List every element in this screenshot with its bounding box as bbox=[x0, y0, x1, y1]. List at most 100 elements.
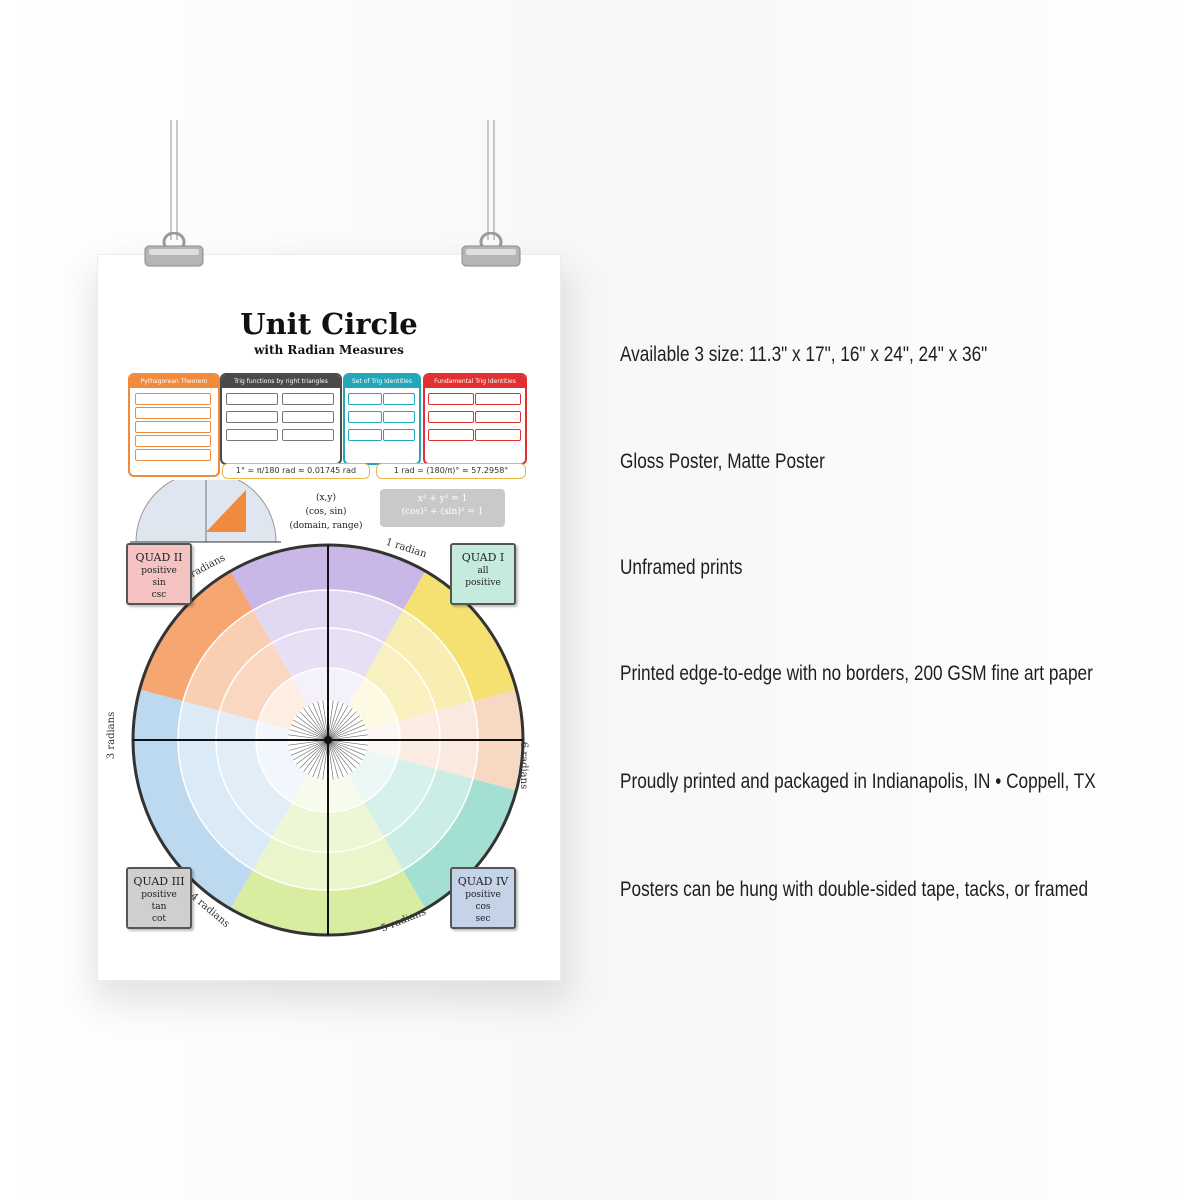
wheel-spoke bbox=[299, 711, 329, 741]
formula-cell bbox=[383, 393, 415, 405]
wheel-sector-5-ring-2 bbox=[219, 758, 292, 837]
quad-3-title: QUAD III bbox=[133, 875, 185, 888]
wheel-spoke bbox=[327, 729, 367, 741]
wheel-center-dot bbox=[324, 736, 332, 744]
wheel-sector-7-ring-2 bbox=[364, 758, 437, 837]
formula-cell bbox=[348, 393, 382, 405]
quad-4-line-2: cos bbox=[475, 902, 491, 912]
hanging-wire-left bbox=[170, 120, 172, 240]
wheel-spoke bbox=[289, 729, 329, 741]
feature-sizes: Available 3 size: 11.3" x 17", 16" x 24"… bbox=[620, 343, 988, 366]
degree-to-radian-bar: 1° = π/180 rad ≈ 0.01745 rad bbox=[222, 463, 370, 479]
right-radian-label: 6 radians bbox=[518, 741, 530, 790]
binder-clip-right bbox=[461, 232, 521, 267]
quad-3-line-2: tan bbox=[151, 902, 167, 912]
formula-cell bbox=[383, 429, 415, 441]
wheel-spoke bbox=[327, 715, 360, 741]
binder-clip-left bbox=[144, 232, 204, 267]
quad-4-line-1: positive bbox=[465, 890, 501, 900]
wheel-spoke bbox=[307, 705, 329, 741]
point-formula: (x,y) bbox=[315, 493, 337, 503]
poster-title: Unit Circle bbox=[240, 307, 418, 341]
wheel-spoke bbox=[303, 739, 329, 772]
quad-3-line-1: positive bbox=[141, 890, 177, 900]
quad-2-line-1: positive bbox=[141, 566, 177, 576]
wheel-sector-7-ring-0 bbox=[403, 778, 517, 909]
wheel-spoke bbox=[327, 708, 353, 741]
formula-cell bbox=[282, 429, 334, 441]
formula-cell bbox=[428, 393, 474, 405]
wheel-spoke bbox=[317, 739, 329, 779]
wheel-spoke bbox=[299, 739, 329, 769]
wheel-spoke bbox=[327, 724, 366, 741]
formula-cell bbox=[282, 393, 334, 405]
formula-cell bbox=[135, 407, 211, 419]
formula-cell bbox=[348, 429, 382, 441]
formula-cell bbox=[428, 429, 474, 441]
point-formula-trig: (cos, sin) bbox=[305, 507, 347, 517]
wheel-spoke bbox=[303, 708, 329, 741]
hanging-wire-right-2 bbox=[493, 120, 495, 240]
formula-cell bbox=[475, 429, 521, 441]
wheel-spoke bbox=[296, 739, 329, 765]
quad-1-line-1: all bbox=[477, 566, 489, 576]
quad-1-box: QUAD I all positive bbox=[450, 543, 516, 605]
unit-circle-wheel bbox=[131, 543, 525, 937]
wheel-sector-1-ring-0 bbox=[403, 571, 517, 702]
hanging-wire-left-2 bbox=[176, 120, 178, 240]
feature-unframed: Unframed prints bbox=[620, 556, 743, 579]
pythagorean-box: Pythagorean Theorem bbox=[128, 373, 220, 477]
wheel-sector-3-ring-2 bbox=[219, 643, 292, 722]
formula-cell bbox=[226, 429, 278, 441]
formula-cell bbox=[226, 411, 278, 423]
quad-2-line-3: csc bbox=[151, 590, 167, 600]
poster-subtitle: with Radian Measures bbox=[254, 343, 404, 357]
wheel-spoke bbox=[293, 739, 329, 761]
formula-cell bbox=[348, 411, 382, 423]
quad-4-title: QUAD IV bbox=[457, 875, 509, 888]
formula-cell bbox=[135, 393, 211, 405]
identity-line-2: (cos)² + (sin)² = 1 bbox=[401, 507, 484, 517]
reference-triangle-diagram bbox=[130, 480, 281, 543]
quad-3-box: QUAD III positive tan cot bbox=[126, 867, 192, 929]
trig-identities-box: Set of Trig Identities bbox=[343, 373, 421, 465]
pythagorean-box-header: Pythagorean Theorem bbox=[130, 375, 218, 388]
feature-hanging: Posters can be hung with double-sided ta… bbox=[620, 878, 1089, 901]
wheel-spoke bbox=[317, 701, 329, 741]
hanging-wire-right bbox=[487, 120, 489, 240]
point-formula-domain: (domain, range) bbox=[289, 521, 363, 531]
identity-line-1: x² + y² = 1 bbox=[417, 494, 468, 504]
wheel-spoke bbox=[289, 739, 329, 751]
wheel-spoke bbox=[327, 739, 363, 761]
right-triangle-box-header: Trig functions by right triangles bbox=[222, 375, 340, 388]
quad-4-box: QUAD IV positive cos sec bbox=[450, 867, 516, 929]
wheel-spoke bbox=[327, 705, 349, 741]
quad-2-box: QUAD II positive sin csc bbox=[126, 543, 192, 605]
feature-paper: Printed edge-to-edge with no borders, 20… bbox=[620, 662, 1093, 685]
wheel-sector-3-ring-1 bbox=[183, 610, 272, 712]
formula-cell bbox=[475, 411, 521, 423]
quad-2-title: QUAD II bbox=[135, 551, 183, 564]
wheel-sector-3-ring-0 bbox=[139, 571, 253, 702]
wheel-spoke bbox=[290, 724, 329, 741]
wheel-spoke bbox=[327, 739, 349, 775]
wheel-spoke bbox=[327, 739, 367, 751]
wheel-spoke bbox=[312, 702, 329, 741]
wheel-spoke bbox=[290, 739, 329, 756]
wheel-sector-5-ring-0 bbox=[139, 778, 253, 909]
formula-cell bbox=[282, 411, 334, 423]
wheel-spoke bbox=[327, 701, 339, 741]
formula-cell bbox=[475, 393, 521, 405]
trig-identities-box-header: Set of Trig Identities bbox=[345, 375, 419, 388]
radian-to-degree-bar: 1 rad = (180/π)° ≈ 57.2958° bbox=[376, 463, 526, 479]
quad-3-line-3: cot bbox=[151, 914, 167, 924]
formula-cell bbox=[135, 435, 211, 447]
fundamental-identities-box-header: Fundamental Trig Identities bbox=[425, 375, 525, 388]
wheel-spoke bbox=[327, 739, 360, 765]
wheel-spoke bbox=[327, 739, 357, 769]
wheel-spoke bbox=[327, 739, 353, 772]
pythagorean-identity-box: x² + y² = 1 (cos)² + (sin)² = 1 bbox=[380, 489, 505, 527]
fundamental-identities-box: Fundamental Trig Identities bbox=[423, 373, 527, 465]
wheel-sector-7-ring-1 bbox=[384, 768, 473, 870]
quad-1-title: QUAD I bbox=[461, 551, 505, 564]
